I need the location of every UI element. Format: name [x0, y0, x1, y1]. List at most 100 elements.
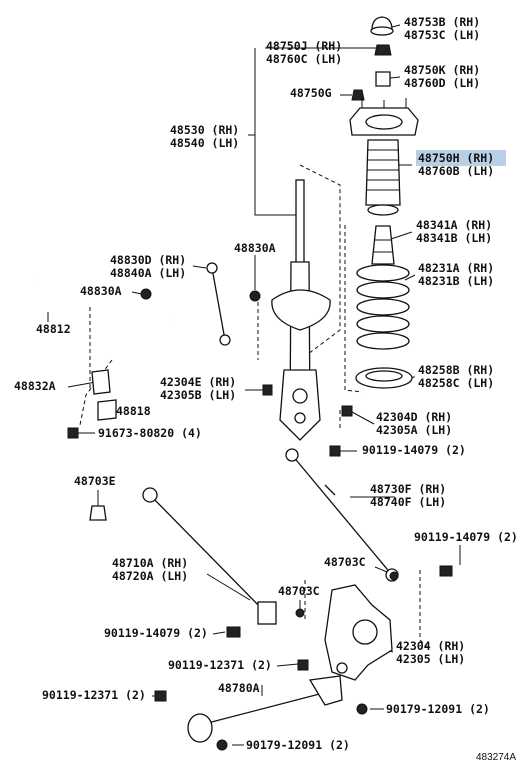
- part-labels: 48753B (RH)48753C (LH) 48750J (RH)48760C …: [14, 15, 518, 752]
- stabilizer-nut-left: [140, 288, 152, 300]
- arm-nut-right: [389, 571, 399, 581]
- arm-bolt-left: [226, 626, 241, 638]
- label-line: 42305A (LH): [376, 423, 452, 437]
- label-line: 48840A (LH): [110, 266, 186, 280]
- label-line: 48780A: [218, 681, 260, 695]
- shock-absorber: [271, 179, 331, 441]
- lower-arm-bushing-left: [89, 505, 107, 521]
- label-l48703c-m: 48703C: [278, 584, 320, 598]
- label-l48830d: 48830D (RH)48840A (LH): [110, 253, 186, 280]
- label-line: 48703C: [324, 555, 366, 569]
- label-l48812: 48812: [36, 322, 71, 336]
- label-l48730: 48730F (RH)48740F (LH): [370, 482, 446, 509]
- label-line: 90119-14079 (2): [104, 626, 208, 640]
- label-line: 48832A: [14, 379, 56, 393]
- label-l90179-right: 90179-12091 (2): [386, 702, 490, 716]
- label-line: 48540 (LH): [170, 136, 239, 150]
- label-l42304d: 42304D (RH)42305A (LH): [376, 410, 452, 437]
- label-l48530: 48530 (RH)48540 (LH): [170, 123, 239, 150]
- label-line: 42305 (LH): [396, 652, 465, 666]
- spring-insulator: [355, 367, 413, 389]
- carrier-bolt: [297, 659, 309, 671]
- stabilizer-bushing: [97, 399, 117, 421]
- label-l90119-12371-mid: 90119-12371 (2): [168, 658, 272, 672]
- label-l48703c-r: 48703C: [324, 555, 366, 569]
- label-l42304: 42304 (RH)42305 (LH): [396, 639, 465, 666]
- strut-nut-upper: [374, 44, 392, 56]
- label-line: 48830A: [80, 284, 122, 298]
- label-line: 48703C: [278, 584, 320, 598]
- label-line: 48760D (LH): [404, 76, 480, 90]
- label-line: 48231B (LH): [418, 274, 494, 288]
- label-line: 48753B (RH): [404, 15, 480, 29]
- label-line: 90179-12091 (2): [246, 738, 350, 752]
- strut-rod-assy: [142, 487, 277, 625]
- label-line: 90119-12371 (2): [168, 658, 272, 672]
- coil-spring: [356, 264, 410, 350]
- strut-bolt-lower: [341, 405, 353, 417]
- arm-nut-mid: [295, 608, 305, 618]
- label-highlight: [416, 150, 506, 166]
- label-l48780: 48780A: [218, 681, 260, 695]
- label-l48753: 48753B (RH)48753C (LH): [404, 15, 480, 42]
- label-l48341: 48341A (RH)48341B (LH): [416, 218, 492, 245]
- label-line: 90179-12091 (2): [386, 702, 490, 716]
- label-l48750h: 48750H (RH)48760B (LH): [418, 151, 494, 178]
- boot-dust-cover: [365, 139, 401, 216]
- label-line: 48750K (RH): [404, 63, 480, 77]
- label-line: 42304D (RH): [376, 410, 452, 424]
- bound-stopper: [371, 225, 395, 265]
- stabilizer-nut-top: [249, 290, 261, 302]
- label-line: 48830A: [234, 241, 276, 255]
- label-line: 48710A (RH): [112, 556, 188, 570]
- label-l48818: 48818: [116, 404, 151, 418]
- label-line: 48760C (LH): [266, 52, 342, 66]
- label-line: 48258B (RH): [418, 363, 494, 377]
- label-l90119-right: 90119-14079 (2): [414, 530, 518, 544]
- label-line: 90119-12371 (2): [42, 688, 146, 702]
- label-l48258: 48258B (RH)48258C (LH): [418, 363, 494, 390]
- label-line: 90119-14079 (2): [414, 530, 518, 544]
- label-line: 48753C (LH): [404, 28, 480, 42]
- label-line: 48818: [116, 404, 151, 418]
- label-line: 48740F (LH): [370, 495, 446, 509]
- label-line: 42305B (LH): [160, 388, 236, 402]
- lower-arm-bolt: [154, 690, 167, 702]
- label-l42304e: 42304E (RH)42305B (LH): [160, 375, 236, 402]
- label-line: 48812: [36, 322, 71, 336]
- upper-arm-bolt: [329, 445, 341, 457]
- diagram-reference: 483274A: [476, 752, 516, 763]
- arm-bolt-right: [439, 565, 453, 577]
- label-l48830a-top: 48830A: [234, 241, 276, 255]
- suspension-support: [349, 98, 419, 136]
- label-l90119-left: 90119-14079 (2): [104, 626, 208, 640]
- label-line: 48703E: [74, 474, 116, 488]
- lower-arm-nut-bottom: [216, 739, 228, 751]
- lower-arm-nut-right: [356, 703, 368, 715]
- assembly-outlines: [79, 164, 431, 651]
- label-l48750g: 48750G: [290, 86, 332, 100]
- label-l48830a-left: 48830A: [80, 284, 122, 298]
- label-line: 42304 (RH): [396, 639, 465, 653]
- label-line: 42304E (RH): [160, 375, 236, 389]
- label-line: 48341A (RH): [416, 218, 492, 232]
- label-l48750k: 48750K (RH)48760D (LH): [404, 63, 480, 90]
- label-l48703e: 48703E: [74, 474, 116, 488]
- stabilizer-bar: [37, 278, 177, 357]
- label-line: 48341B (LH): [416, 231, 492, 245]
- label-line: 48530 (RH): [170, 123, 239, 137]
- label-l90179-bottom: 90179-12091 (2): [246, 738, 350, 752]
- strut-nut-lower: [351, 89, 365, 101]
- label-line: 48750J (RH): [266, 39, 342, 53]
- label-l48832: 48832A: [14, 379, 56, 393]
- label-l91673: 91673-80820 (4): [98, 426, 202, 440]
- label-l48750j: 48750J (RH)48760C (LH): [266, 39, 342, 66]
- label-l48710: 48710A (RH)48720A (LH): [112, 556, 188, 583]
- label-line: 48750H (RH): [418, 151, 494, 165]
- bracket-bolt: [67, 427, 79, 439]
- strut-bolt-upper: [262, 384, 273, 396]
- label-line: 48730F (RH): [370, 482, 446, 496]
- label-l90119-top: 90119-14079 (2): [362, 443, 466, 457]
- label-line: 90119-14079 (2): [362, 443, 466, 457]
